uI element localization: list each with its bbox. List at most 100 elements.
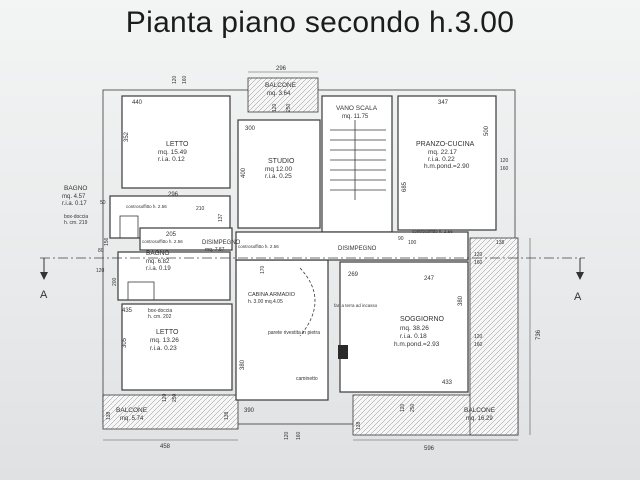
- dim-138c: 138: [356, 421, 362, 430]
- balcone-br-area: mq. 16.29: [466, 416, 493, 422]
- dim-435: 435: [122, 308, 133, 314]
- dim-170: 170: [260, 265, 266, 274]
- pranzo-hm: h.m.pond.=2.90: [424, 163, 470, 170]
- soggiorno-hm: h.m.pond.=2.93: [394, 341, 440, 348]
- dim-120a: 120: [172, 75, 178, 84]
- soggiorno-ria: r.i.a. 0.18: [400, 333, 427, 340]
- dim-296: 296: [276, 66, 287, 72]
- box-doccia-1: [119, 215, 139, 239]
- dim-736: 736: [536, 329, 542, 340]
- dim-160a: 160: [182, 75, 188, 84]
- dim-269: 269: [348, 272, 359, 278]
- section-arrowhead-left: [40, 272, 48, 280]
- bagno1-ria: r.i.a. 0.17: [62, 201, 87, 207]
- letto1-area: mq. 15.49: [158, 149, 187, 156]
- dim-205: 205: [166, 232, 177, 238]
- dim-433: 433: [442, 380, 453, 386]
- disimpegno1-area: mq. 7.87: [205, 247, 225, 253]
- dim-120i: 120: [96, 268, 105, 274]
- room-letto-1: [121, 95, 231, 189]
- dim-250c: 250: [410, 403, 416, 412]
- dim-120c: 120: [500, 158, 509, 164]
- dim-458: 458: [160, 444, 171, 450]
- dim-160d: 160: [474, 260, 483, 266]
- soggiorno-area: mq. 38.26: [400, 325, 429, 332]
- room-pranzo-cucina: [397, 95, 497, 231]
- dim-596: 596: [424, 446, 435, 452]
- dim-156: 156: [104, 237, 110, 246]
- fireplace: [338, 345, 348, 359]
- room-disimpegno-2: [235, 231, 469, 261]
- dim-120h: 120: [284, 431, 290, 440]
- bagno1-box-h: h. cm. 219: [64, 220, 88, 226]
- dim-138d: 138: [496, 240, 505, 246]
- balcone-br-name: BALCONE: [464, 407, 496, 414]
- studio-area: mq 12.00: [265, 166, 292, 173]
- dim-120g: 120: [400, 403, 406, 412]
- soggiorno-name: SOGGIORNO: [400, 316, 445, 323]
- bagno2-ria: r.i.a. 0.19: [146, 266, 171, 272]
- dim-380b: 380: [458, 295, 464, 306]
- balcone-bl-area: mq. 5.74: [120, 416, 144, 422]
- bagno2-name: BAGNO: [146, 250, 169, 257]
- room-vano-scala: [321, 95, 393, 233]
- dim-120b: 120: [272, 103, 278, 112]
- dim-500: 500: [484, 125, 490, 136]
- bagno2-box-h: h. cm. 202: [148, 314, 172, 320]
- bagno1-box: box-doccia: [64, 214, 88, 220]
- dim-160c: 160: [474, 342, 483, 348]
- dim-400: 400: [241, 167, 247, 178]
- pranzo-area: mq. 22.17: [428, 149, 457, 156]
- letto1-name: LETTO: [166, 141, 189, 148]
- note-contro-3: controsoffitto h. 2.56: [238, 244, 279, 249]
- room-soggiorno: [339, 261, 469, 393]
- cabina-name: CABINA ARMADIO: [248, 292, 296, 298]
- dim-120f: 120: [162, 393, 168, 402]
- note-contro-1: controsoffitto h. 2.56: [126, 204, 167, 209]
- room-studio: [237, 119, 321, 229]
- vano-scala-name: VANO SCALA: [336, 105, 378, 112]
- balcone-top-area: mq. 3.64: [267, 91, 291, 97]
- note-fari: fari a terra ad incasso: [334, 303, 378, 308]
- dim-250b: 250: [172, 393, 178, 402]
- section-arrowhead-right: [576, 272, 584, 280]
- vano-scala-area: mq. 11.75: [342, 114, 369, 120]
- dim-440: 440: [132, 100, 143, 106]
- dim-200: 200: [112, 277, 118, 286]
- balcone-bottom-left: [102, 394, 239, 430]
- stair-treads: [330, 120, 386, 200]
- letto1-ria: r.i.a. 0.12: [158, 156, 185, 163]
- dim-100: 100: [408, 240, 417, 246]
- pranzo-ria: r.i.a. 0.22: [428, 156, 455, 163]
- balcone-top: [247, 77, 319, 113]
- section-label-left: A: [40, 289, 48, 301]
- studio-name: STUDIO: [268, 158, 295, 165]
- dim-352: 352: [124, 131, 130, 142]
- note-contro-2: controsoffitto h. 2.56: [142, 239, 183, 244]
- page-title: Pianta piano secondo h.3.00: [125, 6, 515, 39]
- dim-685: 685: [402, 181, 408, 192]
- disimpegno2-name: DISIMPEGNO: [338, 246, 377, 252]
- room-disimpegno-1: [139, 227, 233, 251]
- dim-296b: 296: [168, 192, 179, 198]
- dim-120d: 120: [474, 334, 483, 340]
- dim-160b: 160: [500, 166, 509, 172]
- bagno2-box: box-doccia: [148, 308, 172, 314]
- dim-380: 380: [240, 359, 246, 370]
- bagno2-area: mq. 6.82: [146, 259, 170, 265]
- dim-90: 90: [398, 236, 404, 242]
- dim-138a: 138: [106, 411, 112, 420]
- dim-120e: 120: [474, 252, 483, 258]
- studio-ria: r.i.a. 0.25: [265, 173, 292, 180]
- room-letto-2: [121, 303, 233, 391]
- pranzo-name: PRANZO-CUCINA: [416, 141, 475, 148]
- dim-138b: 138: [224, 411, 230, 420]
- section-label-right: A: [574, 291, 582, 303]
- dim-347: 347: [438, 100, 449, 106]
- dim-300: 300: [245, 126, 256, 132]
- dim-50: 50: [100, 200, 106, 206]
- dim-160e: 160: [296, 431, 302, 440]
- letto2-ria: r.i.a. 0.23: [150, 345, 177, 352]
- dim-210: 210: [196, 206, 205, 212]
